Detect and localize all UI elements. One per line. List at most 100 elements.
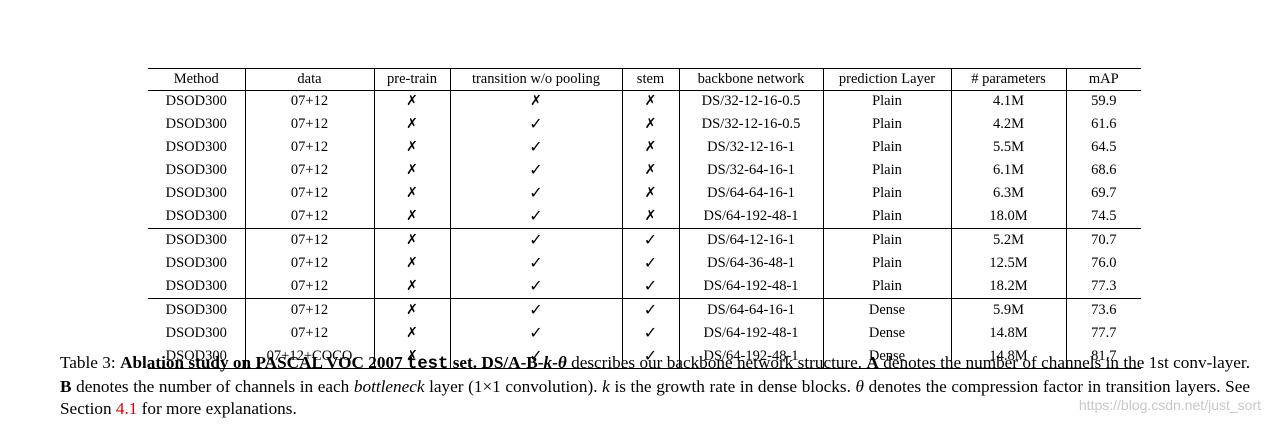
cross-mark-icon: ✗ xyxy=(373,112,450,136)
table-cell: DSOD300 xyxy=(148,227,245,252)
check-icon: ✓ xyxy=(529,159,543,179)
table-cell: 07+12 xyxy=(244,204,374,228)
table-cell: 5.9M xyxy=(950,297,1066,322)
table-cell: 07+12 xyxy=(244,90,374,113)
cross-mark-icon: ✗ xyxy=(621,90,679,113)
check-icon: ✓ xyxy=(529,229,543,249)
table-cell: Plain xyxy=(822,112,951,136)
table-cell: 07+12 xyxy=(244,321,374,345)
cross-icon: ✗ xyxy=(406,138,418,155)
cross-icon: ✗ xyxy=(406,231,418,248)
table-cell: 07+12 xyxy=(244,297,374,322)
column-header: mAP xyxy=(1065,68,1141,91)
caption-title-text: Ablation study on PASCAL VOC 2007 xyxy=(120,353,408,372)
table-cell: 07+12 xyxy=(244,251,374,275)
table-cell: 18.0M xyxy=(950,204,1066,228)
table-cell: 76.0 xyxy=(1065,251,1141,275)
table-cell: 07+12 xyxy=(244,181,374,205)
table-cell: 07+12 xyxy=(244,135,374,159)
check-icon: ✓ xyxy=(643,275,658,295)
check-mark-icon: ✓ xyxy=(449,158,622,182)
caption-bottleneck: bottleneck xyxy=(353,377,425,396)
table-cell: 59.9 xyxy=(1065,90,1141,113)
cross-mark-icon: ✗ xyxy=(373,181,450,205)
check-mark-icon: ✓ xyxy=(449,274,622,298)
check-icon: ✓ xyxy=(529,113,543,133)
table-cell: 6.3M xyxy=(950,181,1066,205)
cross-icon: ✗ xyxy=(644,93,657,110)
table-cell: DS/64-192-48-1 xyxy=(678,204,823,228)
cross-mark-icon: ✗ xyxy=(373,90,450,113)
table-cell: DSOD300 xyxy=(165,254,227,271)
table-cell: Plain xyxy=(822,204,951,228)
check-icon: ✓ xyxy=(529,205,543,225)
cross-mark-icon: ✗ xyxy=(621,204,679,228)
cross-mark-icon: ✗ xyxy=(621,158,679,182)
cross-icon: ✗ xyxy=(406,347,418,364)
table-cell: DS/64-64-16-1 xyxy=(678,181,823,205)
table-cell: 70.7 xyxy=(1065,227,1141,252)
check-mark-icon: ✓ xyxy=(621,344,679,369)
table-cell: Plain xyxy=(822,181,951,205)
cross-mark-icon: ✗ xyxy=(373,297,450,322)
check-icon: ✓ xyxy=(529,299,543,319)
table-cell: DS/32-12-16-0.5 xyxy=(678,90,823,113)
table-cell: DSOD300 xyxy=(165,277,227,294)
table-cell: Plain xyxy=(822,251,951,275)
cross-mark-icon: ✗ xyxy=(373,158,450,182)
table-cell: DS/32-12-16-1 xyxy=(678,135,823,159)
cross-mark-icon: ✗ xyxy=(449,90,622,113)
column-header: data xyxy=(244,68,374,91)
table-cell: 14.8M xyxy=(950,344,1066,369)
table-cell: 77.3 xyxy=(1065,274,1141,298)
check-mark-icon: ✓ xyxy=(621,274,679,298)
table-cell: Plain xyxy=(822,227,951,252)
check-mark-icon: ✓ xyxy=(449,227,622,252)
table-cell: 12.5M xyxy=(950,251,1066,275)
table-cell: Plain xyxy=(822,158,951,182)
section-link[interactable]: 4.1 xyxy=(115,399,138,418)
table-cell: Plain xyxy=(822,135,951,159)
table-cell: 4.2M xyxy=(950,112,1066,136)
table-cell: DSOD300 xyxy=(165,115,227,132)
table-cell: DSOD300 xyxy=(165,207,227,224)
table-cell: DS/64-36-48-1 xyxy=(678,251,823,275)
table-cell: DS/64-192-48-1 xyxy=(678,321,823,345)
cross-icon: ✗ xyxy=(530,93,542,110)
column-header: prediction Layer xyxy=(822,68,951,91)
cross-icon: ✗ xyxy=(406,324,418,341)
table-cell: 64.5 xyxy=(1065,135,1141,159)
table-cell: 81.7 xyxy=(1065,344,1141,369)
check-mark-icon: ✓ xyxy=(449,181,622,205)
table-cell: DSOD300 xyxy=(165,184,227,201)
caption-desc-3: denotes the number of channels in each xyxy=(71,377,354,396)
check-mark-icon: ✓ xyxy=(621,297,679,322)
cross-icon: ✗ xyxy=(406,115,418,132)
cross-mark-icon: ✗ xyxy=(373,135,450,159)
column-header: pre-train xyxy=(373,68,450,91)
cross-icon: ✗ xyxy=(406,184,418,201)
table-cell: DSOD300 xyxy=(165,93,227,110)
table-cell: 61.6 xyxy=(1065,112,1141,136)
check-mark-icon: ✓ xyxy=(449,297,622,322)
check-icon: ✓ xyxy=(529,252,543,272)
table-caption: Table 3: Ablation study on PASCAL VOC 20… xyxy=(60,352,1250,420)
table-cell: DS/32-64-16-1 xyxy=(678,158,823,182)
table-cell: 68.6 xyxy=(1065,158,1141,182)
table-cell: Dense xyxy=(822,297,951,322)
table-cell: DSOD300 xyxy=(148,344,245,369)
check-icon: ✓ xyxy=(529,136,543,156)
table-cell: DS/64-64-16-1 xyxy=(678,297,823,322)
table-cell: 4.1M xyxy=(950,90,1066,113)
table-cell: 5.5M xyxy=(950,135,1066,159)
check-icon: ✓ xyxy=(529,182,543,202)
cross-icon: ✗ xyxy=(406,277,418,294)
